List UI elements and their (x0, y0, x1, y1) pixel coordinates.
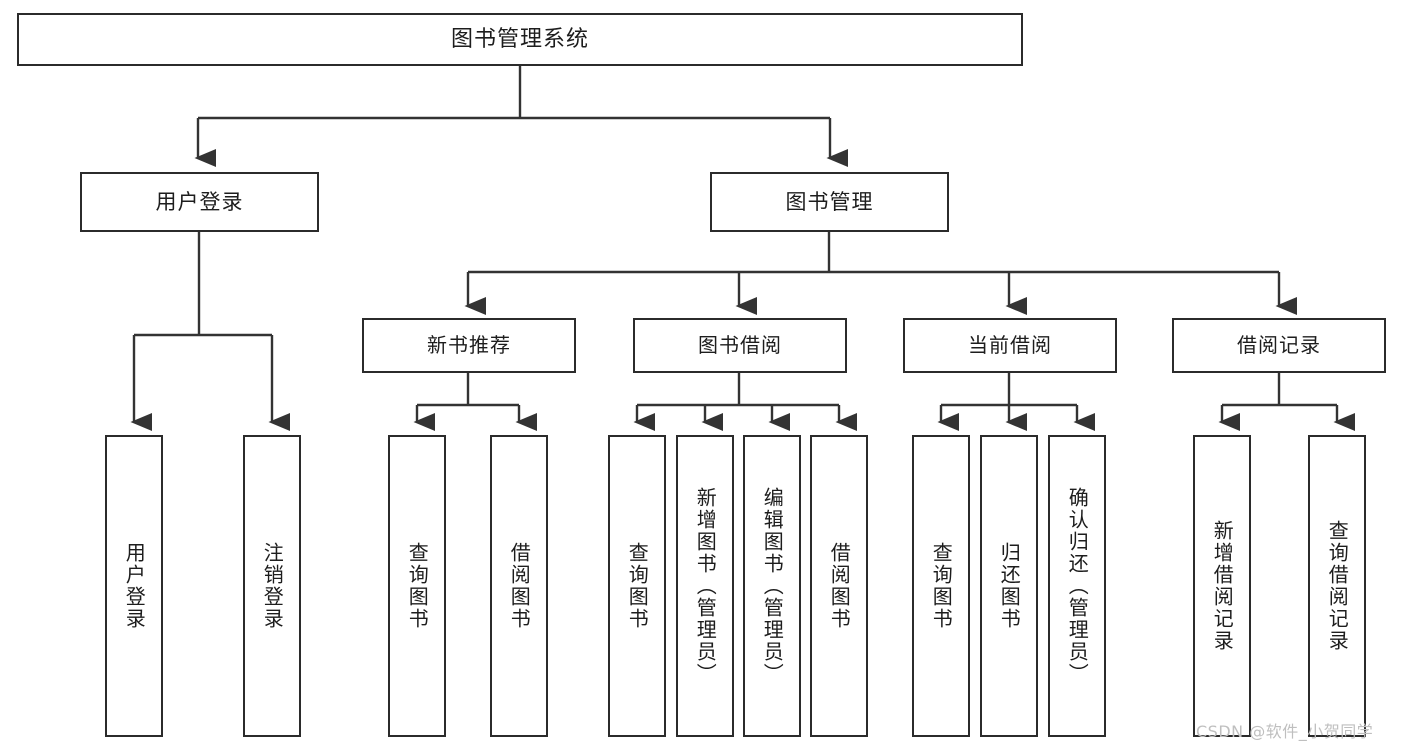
node-leaf-return-book-label: 归还图书 (997, 542, 1022, 630)
node-leaf-return-book[interactable]: 归还图书 (980, 435, 1038, 737)
node-leaf-query-book-2-label: 查询图书 (625, 542, 650, 630)
node-leaf-add-record-label: 新增借阅记录 (1210, 520, 1235, 652)
node-book-manage[interactable]: 图书管理 (710, 172, 949, 232)
node-leaf-query-book-1-label: 查询图书 (405, 542, 430, 630)
node-borrow-record-label: 借阅记录 (1237, 333, 1321, 357)
node-root-label: 图书管理系统 (450, 26, 589, 52)
node-leaf-edit-book-label: 编辑图书（管理员） (760, 487, 785, 685)
node-leaf-borrow-book-2[interactable]: 借阅图书 (810, 435, 868, 737)
node-leaf-logout[interactable]: 注销登录 (243, 435, 301, 737)
node-new-book-recommend-label: 新书推荐 (427, 333, 511, 357)
node-current-borrow[interactable]: 当前借阅 (903, 318, 1117, 373)
node-new-book-recommend[interactable]: 新书推荐 (362, 318, 576, 373)
node-leaf-borrow-book-2-label: 借阅图书 (827, 542, 852, 630)
node-root[interactable]: 图书管理系统 (17, 13, 1023, 66)
node-user-login[interactable]: 用户登录 (80, 172, 319, 232)
node-leaf-query-book-1[interactable]: 查询图书 (388, 435, 446, 737)
node-book-borrow-label: 图书借阅 (698, 333, 782, 357)
node-leaf-confirm-return-label: 确认归还（管理员） (1065, 487, 1090, 685)
node-leaf-edit-book[interactable]: 编辑图书（管理员） (743, 435, 801, 737)
node-borrow-record[interactable]: 借阅记录 (1172, 318, 1386, 373)
csdn-watermark: CSDN @软件_小贺同学 (1196, 722, 1374, 741)
node-leaf-query-book-2[interactable]: 查询图书 (608, 435, 666, 737)
node-leaf-logout-label: 注销登录 (260, 542, 285, 630)
node-leaf-borrow-book-1[interactable]: 借阅图书 (490, 435, 548, 737)
node-user-login-label: 用户登录 (155, 189, 244, 214)
node-leaf-borrow-book-1-label: 借阅图书 (507, 542, 532, 630)
node-leaf-query-record-label: 查询借阅记录 (1325, 520, 1350, 652)
node-leaf-add-record[interactable]: 新增借阅记录 (1193, 435, 1251, 737)
node-leaf-user-login-label: 用户登录 (122, 542, 147, 630)
node-book-borrow[interactable]: 图书借阅 (633, 318, 847, 373)
node-leaf-confirm-return[interactable]: 确认归还（管理员） (1048, 435, 1106, 737)
node-leaf-add-book[interactable]: 新增图书（管理员） (676, 435, 734, 737)
node-leaf-add-book-label: 新增图书（管理员） (693, 487, 718, 685)
node-leaf-query-book-3-label: 查询图书 (929, 542, 954, 630)
node-leaf-query-record[interactable]: 查询借阅记录 (1308, 435, 1366, 737)
node-current-borrow-label: 当前借阅 (968, 333, 1052, 357)
node-leaf-user-login[interactable]: 用户登录 (105, 435, 163, 737)
node-book-manage-label: 图书管理 (785, 189, 874, 214)
node-leaf-query-book-3[interactable]: 查询图书 (912, 435, 970, 737)
